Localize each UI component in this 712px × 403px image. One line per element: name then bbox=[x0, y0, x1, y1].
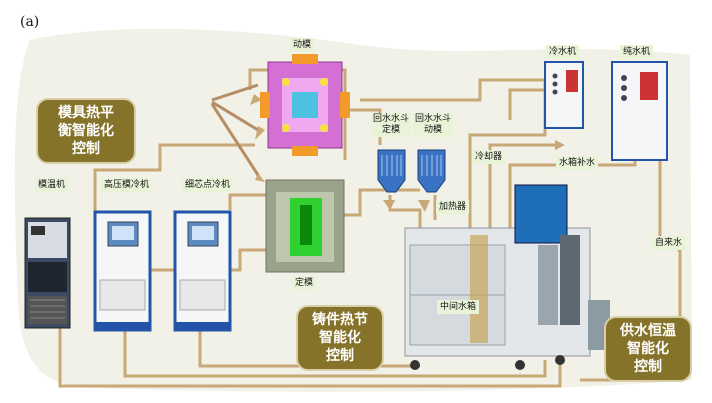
label-return-hopper-fixed: 回水水斗 定模 bbox=[371, 113, 412, 137]
label-mold-temp-machine: 模温机 bbox=[35, 178, 69, 192]
callout-casting-hotspot: 铸件热节 智能化 控制 bbox=[296, 305, 384, 371]
pointer-arrows bbox=[210, 83, 260, 176]
label-pure-water-machine: 纯水机 bbox=[620, 45, 654, 59]
label-tap-water: 自来水 bbox=[652, 236, 686, 250]
hp-mold-cooler bbox=[93, 210, 152, 332]
panel-label: (a) bbox=[20, 14, 40, 30]
mold-temp-machine bbox=[24, 217, 71, 329]
label-tank-makeup: 水箱补水 bbox=[556, 156, 599, 170]
label-hp-mold-cooler: 高压模冷机 bbox=[101, 178, 153, 192]
label-cooler: 冷却器 bbox=[472, 150, 506, 164]
label-return-hopper-moving: 回水水斗 动模 bbox=[413, 113, 454, 137]
label-chiller: 冷水机 bbox=[546, 45, 580, 59]
label-fixed-mold: 定模 bbox=[292, 276, 317, 290]
label-core-spot-cooler: 细芯点冷机 bbox=[182, 178, 234, 192]
callout-water-temp: 供水恒温 智能化 控制 bbox=[604, 316, 692, 382]
label-heater: 加热器 bbox=[436, 200, 470, 214]
return-hopper-fixed bbox=[377, 149, 406, 193]
fixed-mold bbox=[265, 179, 345, 273]
core-spot-cooler bbox=[173, 210, 232, 332]
callout-mold-balance: 模具热平 衡智能化 控制 bbox=[36, 98, 136, 164]
pure-water-machine bbox=[611, 61, 668, 161]
chiller bbox=[544, 61, 584, 129]
moving-mold bbox=[260, 54, 350, 156]
label-moving-mold: 动模 bbox=[290, 38, 315, 52]
label-middle-tank: 中间水箱 bbox=[437, 300, 480, 314]
water-tank bbox=[404, 184, 610, 370]
return-hopper-moving bbox=[417, 149, 446, 193]
